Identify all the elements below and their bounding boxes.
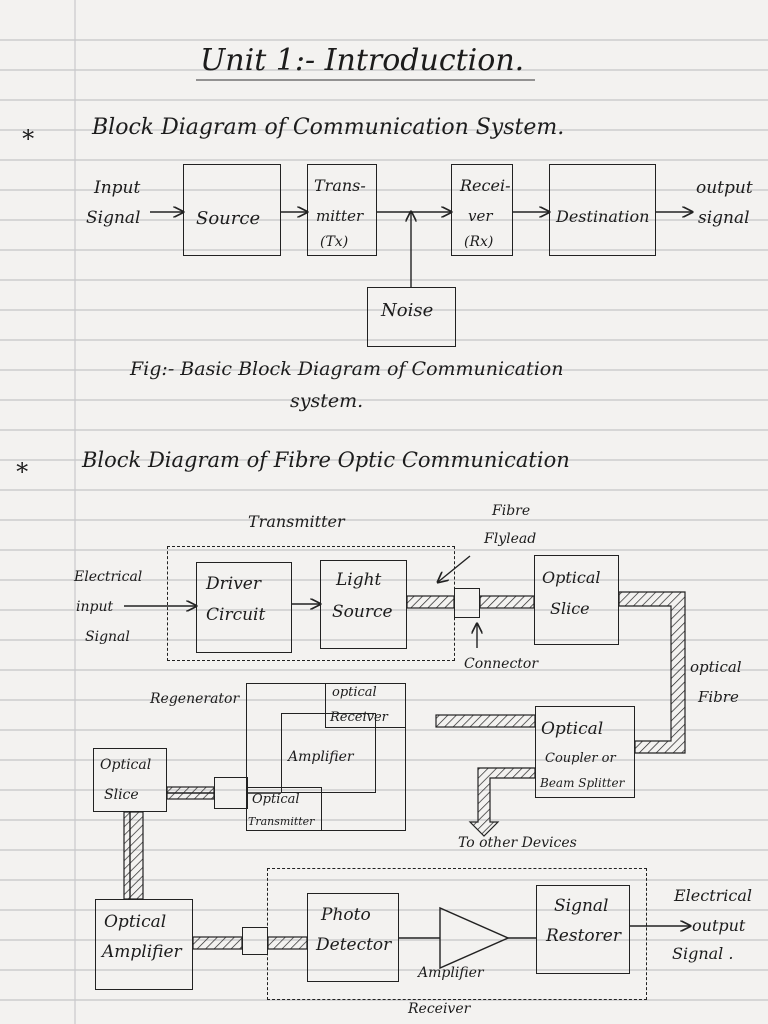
output-label-line2: signal bbox=[698, 208, 750, 228]
photo-detector-label-2: Detector bbox=[316, 935, 392, 955]
flylead-label: Flylead bbox=[484, 531, 537, 547]
optical-receiver-block bbox=[325, 683, 406, 728]
connector-to-detector-fibre bbox=[267, 936, 308, 950]
connector-label: Connector bbox=[464, 656, 539, 672]
rx-amplifier-label: Amplifier bbox=[418, 965, 484, 981]
optical-slice-top-label-2: Slice bbox=[550, 599, 590, 618]
electrical-input-line3: Signal bbox=[85, 629, 130, 645]
destination-label: Destination bbox=[556, 207, 650, 226]
optical-fibre-label-1: optical bbox=[690, 658, 742, 676]
regen-amplifier-label: Amplifier bbox=[288, 749, 354, 765]
optical-coupler-label-3: Beam Splitter bbox=[540, 776, 625, 790]
transmitter-label-3: (Tx) bbox=[320, 234, 349, 250]
regen-amplifier-block bbox=[281, 713, 376, 793]
optical-coupler-label-2: Coupler or bbox=[545, 751, 616, 766]
signal-restorer-label-1: Signal bbox=[554, 896, 609, 916]
page-title: Unit 1:- Introduction. bbox=[200, 43, 525, 78]
amp-to-connector-fibre bbox=[192, 936, 243, 950]
driver-circuit-label-2: Circuit bbox=[206, 605, 266, 625]
optical-receiver-label-2: Receiver bbox=[330, 710, 388, 725]
bullet-asterisk-2: ∗ bbox=[14, 453, 31, 481]
signal-restorer-label-2: Restorer bbox=[546, 926, 621, 946]
output-label-line1: output bbox=[696, 178, 753, 198]
transmitter-label-1: Trans- bbox=[314, 176, 366, 195]
optical-transmitter-label-2: Transmitter bbox=[248, 815, 315, 828]
figure-caption-line2: system. bbox=[290, 390, 364, 412]
to-other-devices-arrow bbox=[468, 767, 536, 837]
optical-amplifier-label-1: Optical bbox=[104, 912, 167, 932]
coupler-to-receiver-fibre bbox=[435, 714, 536, 728]
section2-heading: Block Diagram of Fibre Optic Communicati… bbox=[82, 448, 570, 472]
optical-slice-left-label-1: Optical bbox=[100, 757, 152, 773]
input-label-line1: Input bbox=[94, 178, 141, 198]
flylead-pointer-arrow bbox=[438, 555, 471, 582]
noise-label: Noise bbox=[381, 300, 434, 321]
optical-fibre-loop bbox=[618, 591, 686, 754]
driver-circuit-label-1: Driver bbox=[206, 574, 261, 594]
slice-to-amp-fibre bbox=[123, 811, 144, 900]
optical-transmitter-block bbox=[246, 787, 322, 831]
light-source-label-2: Source bbox=[332, 602, 393, 622]
electrical-input-line1: Electrical bbox=[74, 569, 143, 585]
receiver-label-1: Recei- bbox=[460, 176, 511, 195]
section1-heading: Block Diagram of Communication System. bbox=[92, 115, 565, 140]
input-label-line2: Signal bbox=[86, 208, 141, 228]
optical-slice-top-label-1: Optical bbox=[542, 568, 601, 587]
transmitter-label-2: mitter bbox=[316, 207, 364, 225]
electrical-output-line1: Electrical bbox=[674, 886, 753, 905]
signal-restorer-block bbox=[536, 885, 630, 974]
bullet-asterisk-1: ∗ bbox=[20, 120, 37, 148]
amplifier-triangle bbox=[439, 906, 510, 970]
to-other-devices-label: To other Devices bbox=[458, 835, 577, 851]
photo-detector-label-1: Photo bbox=[321, 905, 371, 925]
optical-fibre-label-2: Fibre bbox=[698, 688, 739, 706]
noise-block bbox=[367, 287, 456, 347]
receiver-group-label: Receiver bbox=[408, 1001, 471, 1017]
electrical-output-line3: Signal . bbox=[672, 944, 734, 963]
transmitter-group-label: Transmitter bbox=[248, 512, 345, 531]
optical-coupler-label-1: Optical bbox=[541, 719, 604, 739]
optical-receiver-label-1: optical bbox=[332, 685, 377, 700]
flylead-fibre bbox=[406, 595, 455, 609]
receiver-label-2: ver bbox=[468, 207, 493, 225]
optical-slice-left-label-2: Slice bbox=[104, 787, 139, 803]
regenerator-label: Regenerator bbox=[150, 691, 240, 707]
figure-caption-line1: Fig:- Basic Block Diagram of Communicati… bbox=[130, 358, 564, 380]
light-source-label-1: Light bbox=[336, 570, 382, 590]
electrical-input-line2: input bbox=[76, 599, 114, 615]
slice-to-regen-fibre bbox=[166, 786, 215, 800]
electrical-output-line2: output bbox=[692, 916, 746, 935]
optical-transmitter-label-1: Optical bbox=[252, 792, 300, 807]
fibre-label: Fibre bbox=[492, 503, 531, 519]
source-label: Source bbox=[196, 208, 261, 229]
fibre-to-slice bbox=[479, 595, 535, 609]
optical-amplifier-label-2: Amplifier bbox=[102, 942, 182, 962]
receiver-label-3: (Rx) bbox=[464, 234, 494, 250]
